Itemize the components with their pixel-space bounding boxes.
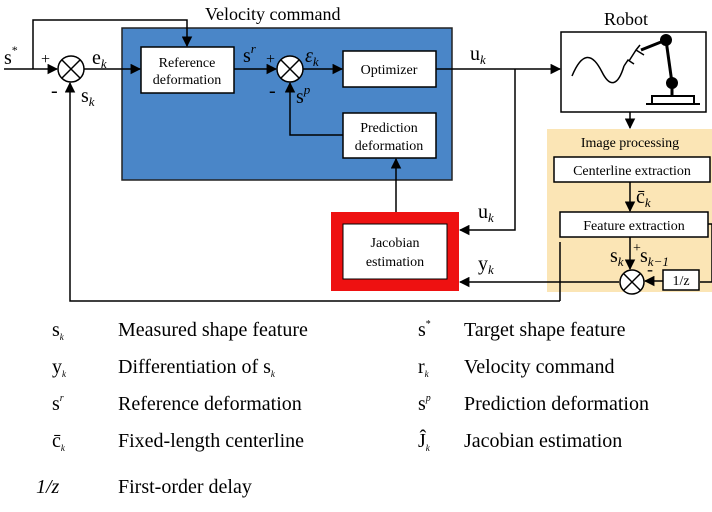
feature-extraction-block [559, 211, 709, 238]
label-s-r: sr [243, 41, 257, 67]
label-c-bar-k: c̄k [636, 186, 651, 210]
sign-minus-mid: - [269, 80, 276, 102]
reference-deformation-line1: Reference [159, 56, 216, 71]
robot-title: Robot [604, 9, 648, 29]
legend-symbol-y-k: yk [52, 356, 67, 379]
legend-desc-r-k: Velocity command [464, 356, 615, 378]
summing-junction-left [57, 55, 85, 83]
label-u-k-top: uk [470, 43, 486, 67]
legend-desc-s-r: Reference deformation [118, 393, 302, 415]
legend-symbol-s-star: s* [418, 319, 431, 341]
legend-symbol-s-p: sp [418, 393, 431, 415]
legend-desc-j-hat: Jacobian estimation [464, 430, 622, 452]
feature-extraction-label: Feature extraction [583, 219, 684, 234]
legend-desc-s-k: Measured shape feature [118, 319, 308, 341]
legend-desc-y-k: Differentiation of sk [118, 356, 276, 379]
jacobian-estimation-block [342, 223, 448, 280]
label-s-star: s* [4, 43, 18, 69]
label-s-k-1: sk−1 [640, 245, 669, 269]
label-s-k-ip: sk [610, 245, 624, 269]
sign-plus-mid: + [266, 51, 275, 68]
legend-symbol-s-r: sr [52, 393, 64, 415]
label-epsilon-k: εk [305, 45, 319, 69]
label-s-p: sp [296, 82, 311, 108]
legend-symbol-r-k: rk [418, 356, 430, 379]
legend-symbol-c-bar: c̄k [52, 430, 66, 453]
label-y-k: yk [478, 253, 494, 277]
prediction-deformation-block [342, 112, 437, 159]
legend-symbol-s-k: sk [52, 319, 65, 342]
label-u-k-mid: uk [478, 201, 494, 225]
reference-deformation-line2: deformation [153, 73, 221, 88]
centerline-extraction-block [553, 156, 711, 183]
image-processing-title: Image processing [581, 136, 679, 151]
prediction-deformation-line1: Prediction [360, 121, 418, 136]
centerline-extraction-label: Centerline extraction [573, 164, 691, 179]
signal-lines [4, 19, 712, 302]
legend-desc-c-bar: Fixed-length centerline [118, 430, 304, 452]
sign-plus-ip: + [633, 241, 641, 256]
optimizer-block [342, 50, 437, 88]
legend-desc-s-star: Target shape feature [464, 319, 626, 341]
label-s-k-feedback: sk [81, 85, 95, 109]
summing-junction-mid [276, 55, 304, 83]
label-e-k: ek [92, 47, 107, 71]
sign-minus-left: - [51, 80, 58, 102]
optimizer-label: Optimizer [361, 63, 418, 78]
delay-block [662, 269, 700, 291]
legend-symbol-delay: 1/z [36, 476, 60, 498]
legend: sk Measured shape feature yk Differentia… [36, 319, 649, 498]
summing-junction-ip [619, 269, 645, 295]
robot-icon [560, 31, 707, 113]
reference-deformation-block [140, 46, 235, 94]
velocity-command-title: Velocity command [205, 4, 340, 24]
legend-symbol-j-hat: Ĵk [418, 428, 431, 453]
legend-desc-s-p: Prediction deformation [464, 393, 649, 415]
jacobian-estimation-line2: estimation [366, 255, 424, 270]
sign-plus-left: + [41, 51, 50, 68]
delay-label: 1/z [672, 274, 689, 289]
jacobian-estimation-line1: Jacobian [371, 236, 420, 251]
prediction-deformation-line2: deformation [355, 139, 423, 154]
legend-desc-delay: First-order delay [118, 476, 252, 498]
sign-minus-ip: - [647, 259, 653, 279]
